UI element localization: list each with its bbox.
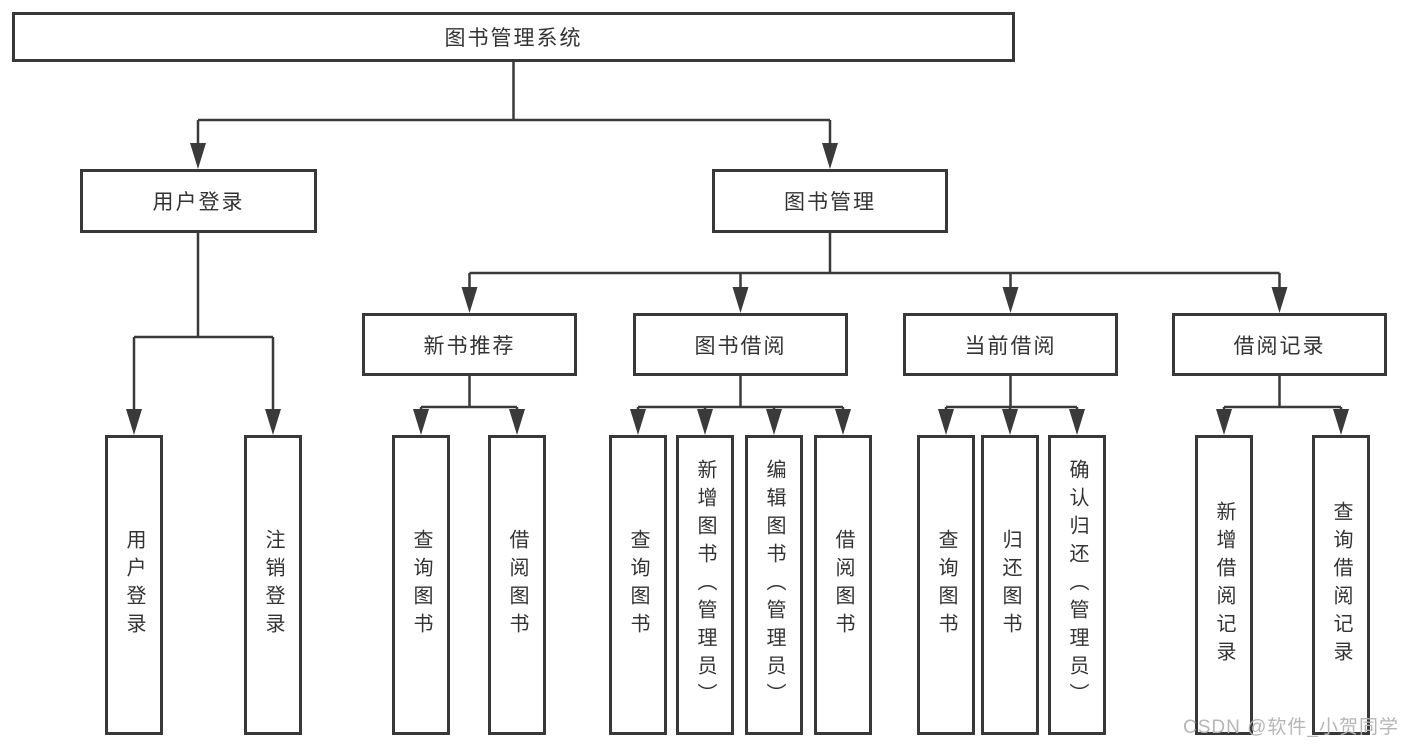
leaf-query-books-borrowing: 查询图书 bbox=[609, 435, 667, 735]
connector-current-borrow-children bbox=[944, 376, 1079, 410]
leaf-query-books-current: 查询图书 bbox=[917, 435, 975, 735]
leaf-edit-books-admin: 编辑图书（管理员） bbox=[745, 435, 803, 735]
leaf-add-borrow-record: 新增借阅记录 bbox=[1195, 435, 1253, 735]
leaf-label: 确认归还（管理员） bbox=[1066, 459, 1088, 711]
leaf-query-borrow-record: 查询借阅记录 bbox=[1312, 435, 1370, 735]
node-borrowing-records: 借阅记录 bbox=[1172, 313, 1387, 376]
node-label: 借阅记录 bbox=[1233, 334, 1326, 358]
leaf-logout: 注销登录 bbox=[244, 435, 302, 735]
connector-user-login-children bbox=[132, 232, 275, 410]
node-label: 当前借阅 bbox=[964, 334, 1057, 358]
leaf-return-books: 归还图书 bbox=[981, 435, 1039, 735]
leaf-label: 归还图书 bbox=[999, 529, 1021, 641]
node-book-borrowing: 图书借阅 bbox=[633, 313, 848, 376]
connector-new-book-children bbox=[419, 376, 519, 410]
leaf-borrow-books-borrowing: 借阅图书 bbox=[814, 435, 872, 735]
node-library-management-system: 图书管理系统 bbox=[12, 12, 1015, 62]
connector-borrow-record-children bbox=[1222, 376, 1343, 410]
leaf-label: 新增借阅记录 bbox=[1213, 501, 1235, 669]
leaf-label: 用户登录 bbox=[123, 529, 145, 641]
leaf-query-books-recommend: 查询图书 bbox=[392, 435, 450, 735]
leaf-label: 新增图书（管理员） bbox=[694, 459, 716, 711]
node-label: 图书管理系统 bbox=[444, 27, 583, 50]
leaf-add-books-admin: 新增图书（管理员） bbox=[676, 435, 734, 735]
connector-book-borrow-children bbox=[636, 376, 845, 410]
node-label: 用户登录 bbox=[152, 191, 245, 214]
leaf-label: 查询图书 bbox=[627, 529, 649, 641]
leaf-label: 查询图书 bbox=[935, 529, 957, 641]
leaf-label: 借阅图书 bbox=[832, 529, 854, 641]
leaf-label: 借阅图书 bbox=[506, 529, 528, 641]
leaf-user-login: 用户登录 bbox=[105, 435, 163, 735]
node-user-login: 用户登录 bbox=[80, 169, 317, 233]
node-current-borrowing: 当前借阅 bbox=[903, 313, 1118, 376]
leaf-label: 编辑图书（管理员） bbox=[763, 459, 785, 711]
connector-root-to-level2 bbox=[196, 60, 832, 145]
leaf-confirm-return-admin: 确认归还（管理员） bbox=[1048, 435, 1106, 735]
node-label: 新书推荐 bbox=[423, 334, 516, 358]
node-label: 图书管理 bbox=[784, 191, 876, 214]
node-new-book-recommendation: 新书推荐 bbox=[362, 313, 577, 376]
leaf-label: 查询借阅记录 bbox=[1330, 501, 1352, 669]
leaf-label: 查询图书 bbox=[410, 529, 432, 641]
node-label: 图书借阅 bbox=[694, 334, 787, 358]
connector-book-management-children bbox=[468, 232, 1281, 288]
leaf-borrow-books-recommend: 借阅图书 bbox=[488, 435, 546, 735]
leaf-label: 注销登录 bbox=[262, 529, 284, 641]
node-book-management: 图书管理 bbox=[712, 169, 948, 233]
